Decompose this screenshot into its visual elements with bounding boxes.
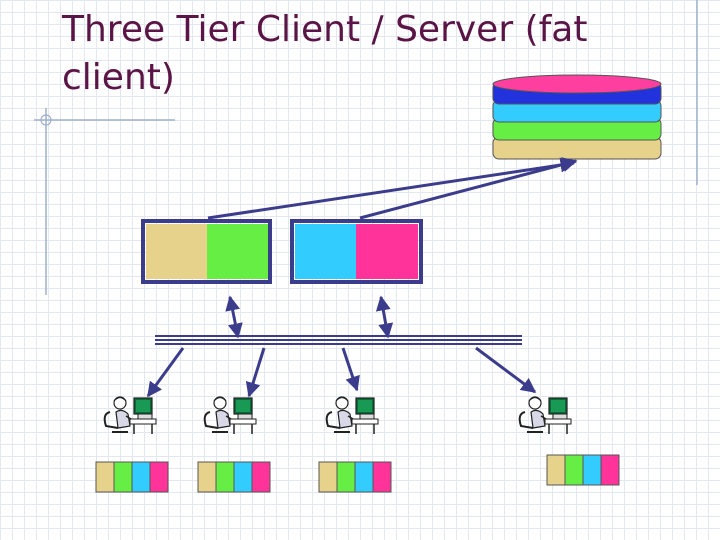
database-icon (492, 74, 662, 160)
arrow (245, 347, 266, 398)
cache-segment (215, 461, 235, 493)
cache-segment (336, 461, 356, 493)
cache-segment (354, 461, 374, 493)
user-at-computer-icon (103, 396, 157, 435)
cache-segment (251, 461, 271, 493)
arrow (359, 157, 578, 220)
arrow (146, 347, 185, 398)
client-4 (518, 396, 572, 435)
client-cache-4 (546, 454, 620, 486)
server-segment (295, 224, 356, 279)
app-server-1 (141, 219, 272, 284)
cache-segment (582, 454, 602, 486)
arrow (375, 295, 394, 339)
server-segment (356, 224, 418, 279)
cache-segment (546, 454, 566, 486)
user-at-computer-icon (325, 396, 379, 435)
user-at-computer-icon (203, 396, 257, 435)
cache-segment (149, 461, 169, 493)
client-1 (103, 396, 157, 435)
database-top (492, 74, 662, 94)
arrow (225, 295, 243, 339)
cache-segment (564, 454, 584, 486)
cache-segment (318, 461, 338, 493)
server-network-arrows (225, 295, 394, 339)
client-arrows (146, 346, 537, 398)
cache-segment (372, 461, 392, 493)
slide-title: Three Tier Client / Server (fat client) (62, 9, 588, 98)
decorative-accent (34, 0, 698, 295)
network-bus (155, 335, 522, 345)
client-cache-1 (95, 461, 169, 493)
cache-segment (600, 454, 620, 486)
server-database-arrows (207, 157, 578, 220)
client-3 (325, 396, 379, 435)
client-2 (203, 396, 257, 435)
server-segment (207, 224, 268, 279)
client-cache-3 (318, 461, 392, 493)
cache-segment (131, 461, 151, 493)
app-server-2 (290, 219, 423, 284)
arrow (475, 346, 537, 394)
arrow (341, 347, 360, 392)
cache-segment (95, 461, 115, 493)
client-cache-2 (197, 461, 271, 493)
user-at-computer-icon (518, 396, 572, 435)
arrow (207, 157, 576, 220)
cache-segment (197, 461, 217, 493)
cache-segment (113, 461, 133, 493)
cache-segment (233, 461, 253, 493)
server-segment (146, 224, 207, 279)
